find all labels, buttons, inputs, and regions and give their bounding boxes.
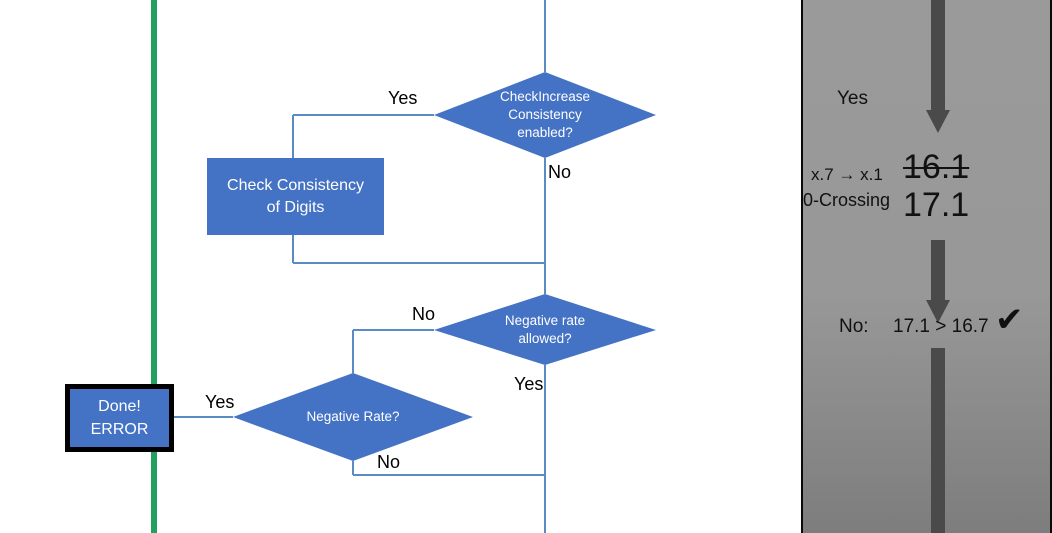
edge-label-negative-rate-no: No: [377, 452, 401, 472]
panel-branch-label: Yes: [837, 88, 868, 109]
edge-label-consistency-yes: Yes: [388, 88, 418, 108]
check-mark-icon: ✔: [995, 300, 1024, 340]
diamond-shape: [434, 72, 656, 158]
edge-label-negative-allowed-yes: Yes: [514, 374, 544, 394]
label-line-1: Done!: [98, 398, 141, 415]
label-line-2: of Digits: [266, 198, 325, 216]
edge-label-consistency-no: No: [548, 162, 572, 182]
arrow-head-top: [926, 110, 950, 133]
decision-negative-rate[interactable]: Negative Rate?: [233, 373, 473, 461]
label-line-2: ERROR: [90, 421, 149, 438]
diamond-shape: [233, 373, 473, 461]
terminal-label: Done! ERROR: [91, 395, 149, 441]
flowchart-connectors: [174, 0, 546, 533]
panel-comparison: 17.1 > 16.7: [893, 316, 989, 337]
panel-rule-label: x.7 → x.1: [811, 165, 883, 184]
arrow-shaft-middle: [931, 240, 945, 302]
arrow-shaft-top: [931, 0, 945, 112]
arrow-shaft-bottom: [931, 348, 945, 533]
edge-label-negative-allowed-no: No: [412, 304, 436, 324]
label-line-1: Check Consistency: [227, 176, 364, 194]
annotation-panel: Yes x.7 → x.1 0-Crossing 16.1 17.1 No: 1…: [801, 0, 1052, 533]
process-label: Check Consistency of Digits: [227, 175, 364, 219]
decision-negative-rate-allowed[interactable]: Negative rate allowed?: [434, 294, 656, 365]
green-divider-line: [151, 0, 157, 533]
panel-value-current: 17.1: [903, 186, 970, 224]
diamond-shape: [434, 294, 656, 365]
flowchart-region: CheckIncrease Consistency enabled? Check…: [65, 0, 656, 533]
panel-crossing-label: 0-Crossing: [803, 190, 891, 210]
panel-result-label: No:: [839, 316, 869, 337]
arrow-head-middle: [926, 300, 950, 323]
process-check-consistency-of-digits[interactable]: Check Consistency of Digits: [207, 158, 384, 235]
panel-value-struck: 16.1: [903, 148, 970, 186]
terminal-done-error[interactable]: Done! ERROR: [65, 384, 174, 452]
edge-label-negative-rate-yes: Yes: [205, 392, 235, 412]
decision-check-increase-consistency[interactable]: CheckIncrease Consistency enabled?: [434, 72, 656, 158]
panel-arrow-group: [926, 0, 950, 533]
